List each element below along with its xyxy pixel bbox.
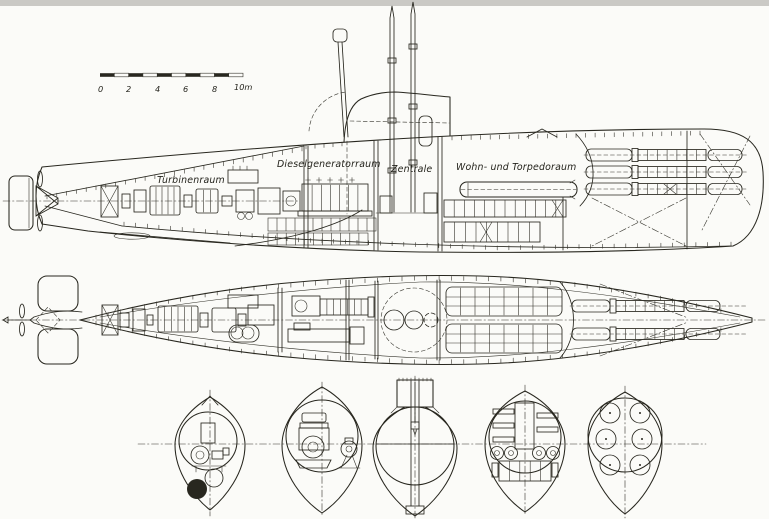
frame-ticks-fwd [451,130,701,141]
label-control-room: Zentrale [390,164,432,175]
floor-grating-2 [276,232,360,246]
battery-cells [509,460,541,482]
pressure-hull-circle-2 [285,399,359,473]
plan-hull-outline [79,274,753,366]
cross-section-2 [281,381,363,518]
snorkel-mast [308,28,349,215]
pressure-hull-lines [44,130,732,251]
torpedo-tubes-side [583,148,749,196]
hatch-circle-2 [404,310,424,330]
diesel-engine-ribs [311,184,359,212]
periscope-aft [387,5,397,213]
hatch-circle-3 [423,312,439,328]
deck-vent [526,128,558,138]
turbine-machinery [121,165,281,220]
hatch-coaming [418,115,433,147]
tower-hatch-ticks [398,377,432,382]
frame-ticks-bottom [123,221,732,251]
diesel-machinery [267,177,377,246]
plan-frame-ticks-top [95,275,722,320]
torpedo-tube-mouths [595,402,653,476]
rack2-grid [460,324,548,353]
scale-tick-0: 0 [98,84,103,94]
side-elevation-view: Turbinenraum Dieselgeneratorraum Zentral… [2,1,764,253]
plan-torpedo-racks [445,286,563,354]
battery-rows [443,199,567,243]
battery-box [498,460,552,482]
pressure-hull-circle-5 [587,397,663,473]
stored-torpedo [459,179,578,200]
battery-row-1-cells [453,199,557,218]
conning-tower [343,91,451,147]
cross-section-4 [484,384,566,517]
frame-ticks-mid [305,141,343,150]
scale-end-label: 10m [234,82,252,92]
scan-artifact-band [0,0,769,6]
plan-diesel-machinery [287,295,375,345]
cross-section-1 [174,389,246,517]
control-room-items [375,192,439,214]
plan-torpedo-tubes [569,283,749,357]
pressure-hull-circle-4 [488,400,562,474]
label-living-torpedo-room: Wohn- und Torpedoraum [456,162,577,173]
floor-grating-1 [276,217,368,232]
condenser [227,169,259,184]
plan-view [1,274,767,366]
plan-bulkheads [101,279,574,361]
plan-drum-ribs [164,306,192,332]
tower-footprint [380,287,448,353]
trim-tank-filled [187,479,207,499]
plan-diesel-ribs [326,298,362,316]
periscope-fwd [408,1,418,213]
cross-section-5 [587,385,663,519]
snorkel-fold-arc [308,91,347,132]
stern-rudder [8,175,34,231]
cross-section-3 [372,375,458,519]
scale-bar: 0 2 4 6 8 10m [98,72,252,94]
label-turbine-room: Turbinenraum [157,175,225,186]
turbine-cyl-ribs [203,189,211,213]
propeller [2,170,301,232]
plan-turbine-machinery [119,294,275,343]
scale-tick-2: 2 [126,84,131,94]
turbine-drum-ribs [155,186,175,215]
scale-tick-6: 6 [183,84,188,94]
plan-control-room [380,287,448,353]
plan-stern-fins [2,275,83,365]
scale-tick-4: 4 [155,84,160,94]
snorkel-head [332,28,348,43]
side-hull-outline [35,128,764,253]
rack1-grid [460,287,548,316]
bow-bracing [526,128,751,247]
side-bulkheads [100,130,688,252]
label-diesel-generator-room: Dieselgeneratorraum [277,159,381,170]
cross-sections [137,375,707,519]
pressure-hull-circle-1 [178,411,238,471]
scale-tick-8: 8 [212,84,217,94]
scale-bar-segments [100,72,244,78]
battery-row-2-cells [454,221,530,243]
plan-frame-ticks-bottom [95,320,722,365]
hatch-circle-1 [383,309,405,331]
